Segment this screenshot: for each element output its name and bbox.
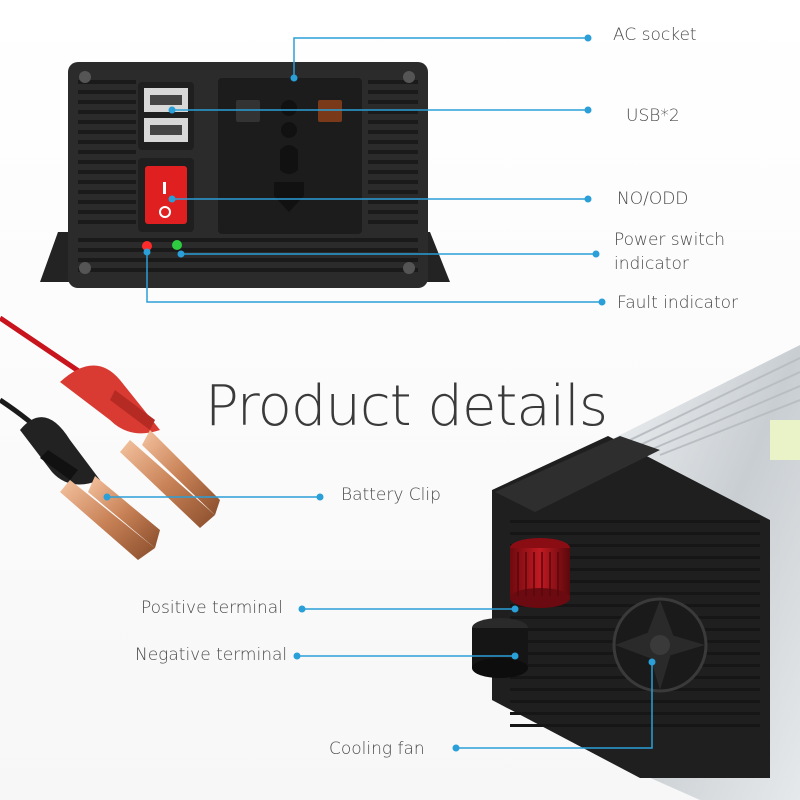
switch-label: NO/ODD	[617, 189, 689, 209]
usb-ports	[138, 82, 194, 150]
page-title: Product details	[205, 374, 608, 439]
fault-indicator-label: Fault indicator	[617, 293, 739, 313]
positive-terminal-label: Positive terminal	[141, 598, 283, 618]
battery-clip-label: Battery Clip	[341, 485, 441, 505]
led-indicators	[142, 240, 182, 251]
cooling-fan	[612, 597, 708, 693]
battery-clips	[0, 315, 220, 560]
rocker-switch	[138, 158, 194, 232]
ac-socket-label: AC socket	[613, 25, 697, 45]
usb-label: USB*2	[626, 106, 680, 126]
power-indicator-label-line1: Power switch	[614, 230, 726, 250]
positive-terminal	[510, 538, 570, 608]
ac-socket	[218, 78, 362, 234]
power-indicator-label-line2: indicator	[614, 254, 689, 274]
negative-terminal-label: Negative terminal	[135, 645, 288, 665]
negative-terminal	[472, 618, 528, 678]
cooling-fan-label: Cooling fan	[329, 739, 425, 759]
callout-lines	[107, 37, 653, 749]
callout-dots	[103, 34, 656, 752]
